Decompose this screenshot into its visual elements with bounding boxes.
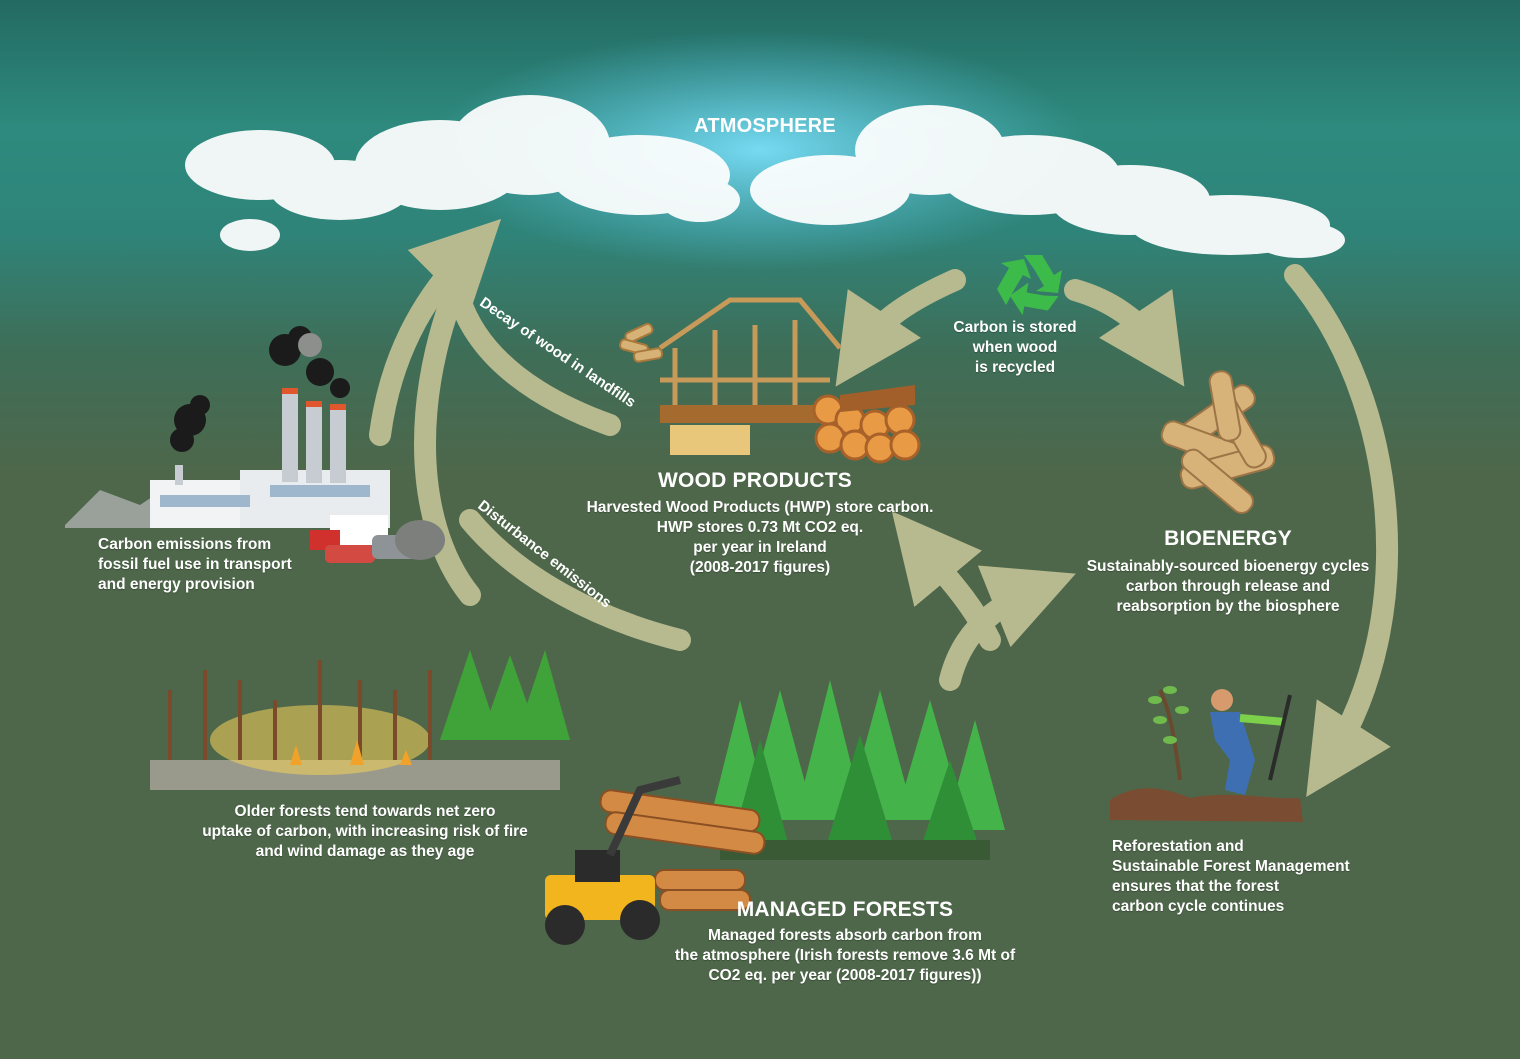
managed-forests-description: Managed forests absorb carbon from the a…: [640, 926, 1050, 986]
factory-illustration: [65, 326, 445, 563]
recycle-line-3: is recycled: [974, 359, 1056, 376]
fossil-line-3: and energy provision: [98, 576, 255, 593]
older-line-3: and wind damage as they age: [255, 843, 475, 860]
managed-line-2: the atmosphere (Irish forests remove 3.6…: [674, 947, 1016, 964]
bioenergy-title: BIOENERGY: [1164, 527, 1292, 550]
managed-line-1: Managed forests absorb carbon from: [708, 927, 982, 944]
fossil-line-2: fossil fuel use in transport: [98, 556, 292, 573]
wood-line-2: HWP stores 0.73 Mt CO2 eq.: [656, 519, 864, 536]
bio-line-1: Sustainably-sourced bioenergy cycles: [1086, 558, 1370, 575]
wood-products-description: Harvested Wood Products (HWP) store carb…: [555, 498, 965, 578]
house-frame-illustration: [658, 297, 842, 410]
refor-line-1: Reforestation and: [1112, 838, 1244, 855]
managed-forest-illustration: [545, 680, 1005, 945]
bio-line-3: reabsorption by the biosphere: [1116, 598, 1340, 615]
refor-line-3: ensures that the forest: [1112, 878, 1280, 895]
recycle-line-1: Carbon is stored: [953, 319, 1077, 336]
fossil-emissions-label: Carbon emissions from fossil fuel use in…: [98, 535, 328, 595]
reforestation-illustration: [1110, 686, 1303, 822]
burnt-forest-illustration: [150, 650, 570, 790]
older-line-2: uptake of carbon, with increasing risk o…: [202, 823, 528, 840]
recycle-line-2: when wood: [972, 339, 1058, 356]
older-forests-description: Older forests tend towards net zero upta…: [170, 802, 560, 862]
managed-forests-title: MANAGED FORESTS: [736, 898, 954, 921]
recycle-label: Carbon is stored when wood is recycled: [940, 318, 1090, 378]
refor-line-2: Sustainable Forest Management: [1112, 858, 1350, 875]
bioenergy-description: Sustainably-sourced bioenergy cycles car…: [1068, 557, 1388, 617]
recycle-icon: [997, 255, 1062, 316]
pellets-illustration: [1160, 370, 1276, 514]
refor-line-4: carbon cycle continues: [1112, 898, 1285, 915]
atmosphere-title: ATMOSPHERE: [694, 115, 836, 137]
wood-line-1: Harvested Wood Products (HWP) store carb…: [586, 499, 934, 516]
wood-pile-illustration: [619, 322, 921, 464]
cycle-arrows: [369, 218, 1399, 798]
clouds: [185, 95, 1345, 258]
wood-line-4: (2008-2017 figures): [689, 559, 831, 576]
wood-products-title: WOOD PRODUCTS: [658, 469, 852, 492]
bio-line-2: carbon through release and: [1125, 578, 1331, 595]
loader-vehicle: [545, 776, 681, 945]
wood-line-3: per year in Ireland: [693, 539, 827, 556]
reforestation-description: Reforestation and Sustainable Forest Man…: [1112, 837, 1402, 917]
managed-line-3: CO2 eq. per year (2008-2017 figures)): [708, 967, 982, 984]
fossil-line-1: Carbon emissions from: [98, 536, 272, 553]
older-line-1: Older forests tend towards net zero: [234, 803, 496, 820]
